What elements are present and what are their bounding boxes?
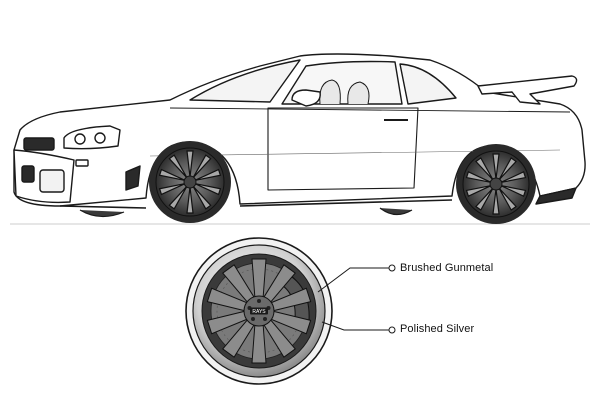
rear-wheel: [456, 144, 536, 224]
windshield: [189, 59, 301, 103]
callout-dot-top: [388, 264, 396, 272]
side-mirror: [291, 89, 321, 107]
callout-lines: [317, 264, 396, 334]
side-window-rear: [399, 63, 457, 105]
grille: [23, 137, 55, 151]
callout-label-polished-silver: Polished Silver: [400, 323, 475, 335]
car-side-view: [13, 53, 586, 209]
callout-label-brushed-gunmetal: Brushed Gunmetal: [400, 262, 494, 274]
door-outline: [267, 107, 419, 191]
rear-wing: [477, 75, 578, 105]
brushed-gunmetal-spokes: [206, 258, 312, 364]
callout-line-bottom: [321, 321, 390, 331]
wheel-detail: RAYS: [185, 237, 333, 385]
callout-dot-bottom: [388, 326, 396, 334]
front-wheel: [149, 141, 231, 223]
hub-badge: RAYS: [252, 309, 266, 315]
callout-line-top: [317, 267, 390, 293]
